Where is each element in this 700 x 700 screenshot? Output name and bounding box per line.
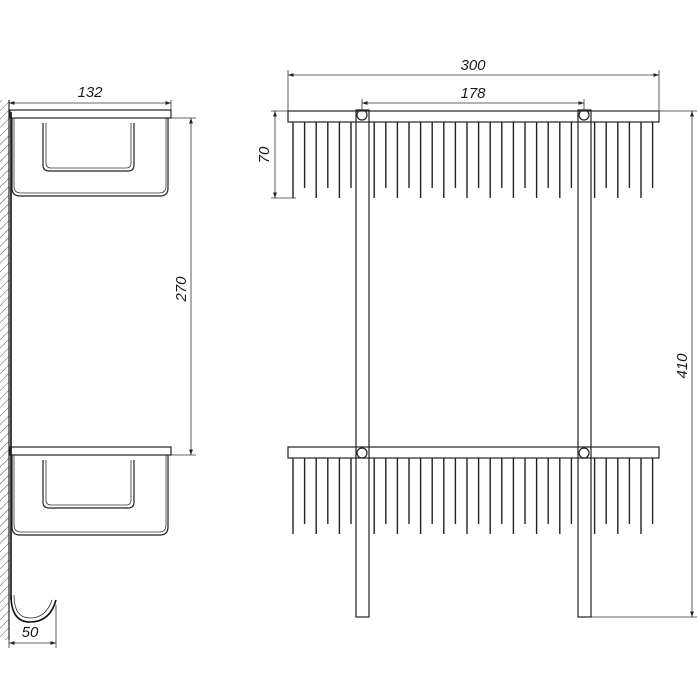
dim-label-132: 132 <box>77 84 103 101</box>
dim-label-270: 270 <box>173 276 190 303</box>
front-top-basket <box>287 110 660 198</box>
dim-total-height: 410 <box>591 110 697 618</box>
dim-label-300: 300 <box>460 57 486 74</box>
dim-hook-width: 50 <box>8 605 57 648</box>
side-top-basket <box>9 109 172 197</box>
front-bottom-basket <box>287 446 660 534</box>
dim-basket-height: 70 <box>256 110 296 199</box>
dim-label-178: 178 <box>460 85 486 102</box>
front-left-rail <box>355 109 370 618</box>
dim-label-50: 50 <box>22 624 39 641</box>
front-view: 300 178 70 410 <box>256 57 697 618</box>
side-view: 132 270 50 <box>0 84 196 648</box>
side-hook <box>10 594 57 623</box>
dim-label-70: 70 <box>256 146 273 163</box>
dim-side-depth: 132 <box>8 84 172 110</box>
wall-hatch <box>0 100 9 640</box>
dim-label-410: 410 <box>674 353 691 379</box>
front-right-rail <box>577 109 592 618</box>
dim-side-height: 270 <box>171 117 196 456</box>
side-bottom-basket <box>9 446 172 536</box>
dim-rail-spacing: 178 <box>361 85 585 110</box>
dim-front-width: 300 <box>287 57 660 111</box>
